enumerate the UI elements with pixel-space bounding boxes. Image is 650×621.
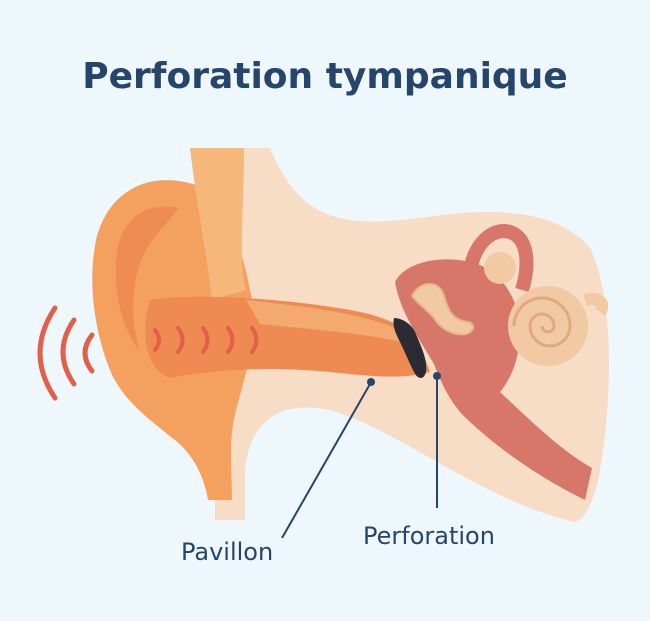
ear-canal-lining <box>246 300 410 344</box>
cochlea-spiral <box>512 296 572 348</box>
perforation-leader-dot <box>433 372 441 380</box>
canal-wave <box>176 326 185 354</box>
perforation-mark <box>393 318 427 378</box>
upper-skin <box>190 148 246 300</box>
sound-wave <box>60 317 77 387</box>
canal-wave <box>250 326 259 354</box>
external-sound-waves <box>37 305 95 401</box>
canal-sound-waves <box>153 326 259 354</box>
sound-wave <box>37 305 58 401</box>
semicircular-canal <box>462 224 534 293</box>
canal-wave <box>226 326 235 354</box>
cochlear-nerve <box>583 293 609 316</box>
label-perforation: Perforation <box>363 522 495 550</box>
pavillon-leader-dot <box>367 378 375 386</box>
canal-wave <box>201 326 210 354</box>
ossicles <box>410 283 474 336</box>
pavillon-leader-line <box>281 383 371 539</box>
cochlea <box>508 286 588 366</box>
semicircular-canal-inner <box>484 252 516 284</box>
auricle-fold <box>115 206 178 352</box>
page-title: Perforation tympanique <box>82 56 568 97</box>
sound-wave <box>82 332 95 374</box>
canal-wave <box>153 328 161 352</box>
label-pavillon: Pavillon <box>181 538 274 566</box>
